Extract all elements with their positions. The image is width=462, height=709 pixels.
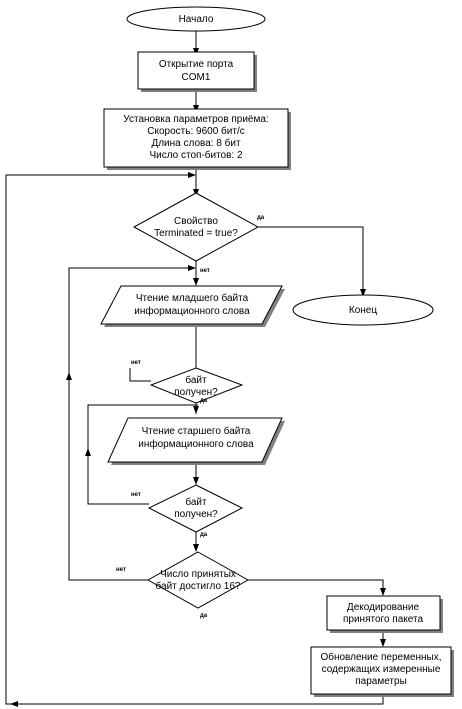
node-read-high-label-2: информационного слова — [138, 438, 254, 450]
node-update-label-3: параметры — [355, 676, 407, 687]
edge-label-got1-no: нет — [131, 360, 141, 366]
arrowhead — [380, 588, 386, 596]
edge-labels: да нет нет да нет да нет да — [116, 215, 265, 619]
node-open-port: Открытие порта COM1 — [137, 51, 257, 92]
arrowhead — [188, 265, 196, 271]
arrowhead — [193, 406, 199, 414]
node-update-shape — [310, 646, 452, 695]
node-read-high: Чтение старшего байта информационного сл… — [107, 417, 285, 465]
node-decode-label-2: принятого пакета — [343, 614, 423, 625]
edge-label-terminated-yes: да — [257, 215, 265, 221]
arrowhead — [193, 278, 199, 286]
node-setup-label-2: Скорость: 9600 бит/с — [147, 125, 244, 137]
edge-label-got2-yes: да — [200, 532, 208, 538]
edge-count-yes-to-decode — [248, 579, 384, 592]
node-read-high-shape — [107, 417, 283, 463]
node-got2-shape — [147, 484, 244, 533]
node-got2: байт получен? — [147, 484, 244, 533]
node-got1-label-2: получен? — [174, 387, 218, 398]
node-got2-label-2: получен? — [174, 509, 218, 520]
node-read-low: Чтение младшего байта информационного сл… — [100, 285, 285, 327]
node-decode: Декодирование принятого пакета — [326, 595, 443, 633]
node-got1-shape — [149, 367, 244, 404]
edge-main-loop-return — [5, 174, 196, 705]
node-read-high-label-1: Чтение старшего байта — [142, 425, 251, 437]
edge-label-got1-yes: да — [200, 398, 208, 404]
node-count16-label-1: Число принятых — [160, 569, 236, 580]
arrowhead — [85, 448, 91, 456]
node-open-port-label-2: COM1 — [182, 72, 211, 83]
node-terminated-shape — [132, 192, 260, 262]
node-decode-shape — [326, 595, 441, 631]
node-update-label-2: содержащих измеренные — [322, 664, 441, 675]
node-start: Начало — [126, 6, 266, 32]
node-count16-label-2: байт достигло 16? — [156, 580, 241, 592]
arrowhead — [193, 477, 199, 485]
edge-got1-no-loop — [129, 368, 151, 382]
node-terminated-label-2: Terminated = true? — [154, 228, 238, 239]
arrowheads — [10, 48, 386, 707]
arrowhead — [193, 544, 199, 552]
node-start-shape — [126, 6, 266, 32]
node-open-port-shape — [137, 51, 255, 90]
node-end-shape — [292, 294, 434, 326]
node-setup-label-4: Число стоп-битов: 2 — [149, 149, 243, 161]
node-read-low-shape — [100, 285, 283, 325]
node-count16-shape — [146, 551, 250, 609]
node-read-low-label-1: Чтение младшего байта — [136, 292, 249, 304]
node-setup: Установка параметров приёма: Скорость: 9… — [103, 108, 291, 170]
node-start-label: Начало — [179, 14, 214, 25]
node-end: Конец — [292, 294, 434, 326]
edge-label-count-yes: да — [200, 613, 208, 619]
edge-count-no-loop — [68, 267, 190, 581]
node-end-label: Конец — [349, 305, 377, 316]
arrowhead — [380, 639, 386, 647]
edge-label-count-no: нет — [116, 567, 126, 573]
node-open-port-label-1: Открытие порта — [159, 59, 234, 70]
edge-terminated-yes-to-end — [258, 226, 364, 291]
edge-label-got2-no: нет — [131, 492, 141, 498]
node-got2-label-1: байт — [185, 496, 207, 508]
arrowhead — [10, 701, 18, 707]
node-count16: Число принятых байт достигло 16? — [146, 551, 250, 609]
edge-label-terminated-no: нет — [200, 268, 210, 274]
edge-update-to-return — [196, 694, 384, 705]
node-decode-label-1: Декодирование — [347, 602, 420, 613]
node-terminated-label-1: Свойство — [174, 216, 218, 227]
node-update: Обновление переменных, содержащих измере… — [310, 646, 454, 697]
node-update-label-1: Обновление переменных, — [320, 651, 441, 663]
arrowhead — [66, 372, 72, 380]
node-got1-label-1: байт — [185, 374, 207, 386]
node-terminated: Свойство Terminated = true? — [132, 192, 260, 262]
node-read-low-label-2: информационного слова — [134, 305, 250, 317]
arrowhead — [360, 289, 366, 297]
node-got1: байт получен? — [149, 367, 244, 404]
arrowhead — [188, 172, 196, 178]
node-setup-label-3: Длина слова: 8 бит — [151, 137, 241, 149]
node-setup-shape — [103, 108, 289, 168]
node-setup-label-1: Установка параметров приёма: — [123, 114, 268, 125]
